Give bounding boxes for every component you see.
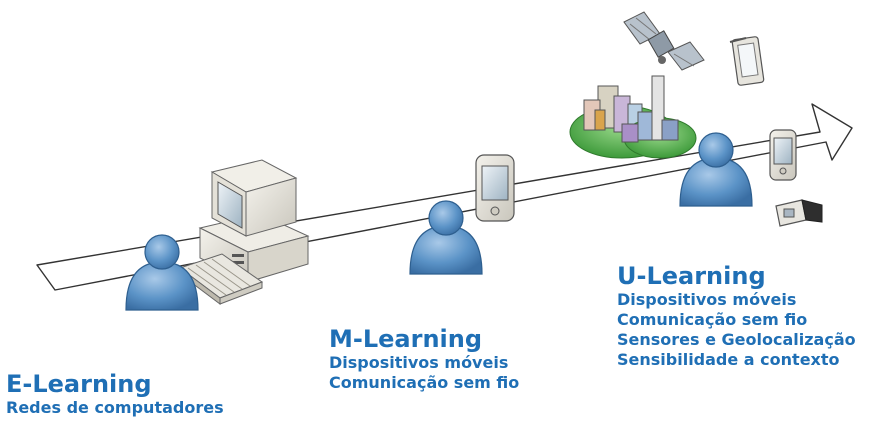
city-icon — [569, 75, 697, 159]
pda-icon — [475, 154, 515, 222]
pda-icon — [769, 129, 797, 181]
feature-item: Dispositivos móveis — [329, 353, 509, 372]
person-icon — [679, 132, 753, 207]
satellite-icon — [623, 11, 705, 71]
stage-u-learning: U-Learning Dispositivos móveis Comunicaç… — [617, 262, 856, 370]
feature-item: Dispositivos móveis — [617, 290, 797, 309]
stage-e-learning: E-Learning Redes de computadores — [6, 370, 224, 418]
person-icon — [125, 234, 199, 311]
feature-item: Redes de computadores — [6, 398, 224, 417]
feature-item: Sensores e Geolocalização — [617, 330, 856, 349]
person-icon — [409, 200, 483, 275]
feature-list: Dispositivos móveis Comunicação sem fio … — [617, 290, 856, 370]
stage-m-learning: M-Learning Dispositivos móveis Comunicaç… — [329, 325, 519, 393]
stage-title: U-Learning — [617, 262, 766, 290]
feature-list: Redes de computadores — [6, 398, 224, 418]
tablet-icon — [729, 36, 765, 86]
feature-item: Comunicação sem fio — [617, 310, 808, 329]
feature-item: Sensibilidade a contexto — [617, 350, 840, 369]
stage-title: E-Learning — [6, 370, 152, 398]
feature-item: Comunicação sem fio — [329, 373, 520, 392]
feature-list: Dispositivos móveis Comunicação sem fio — [329, 353, 519, 393]
stage-title: M-Learning — [329, 325, 483, 353]
sensor-device-icon — [775, 199, 823, 227]
